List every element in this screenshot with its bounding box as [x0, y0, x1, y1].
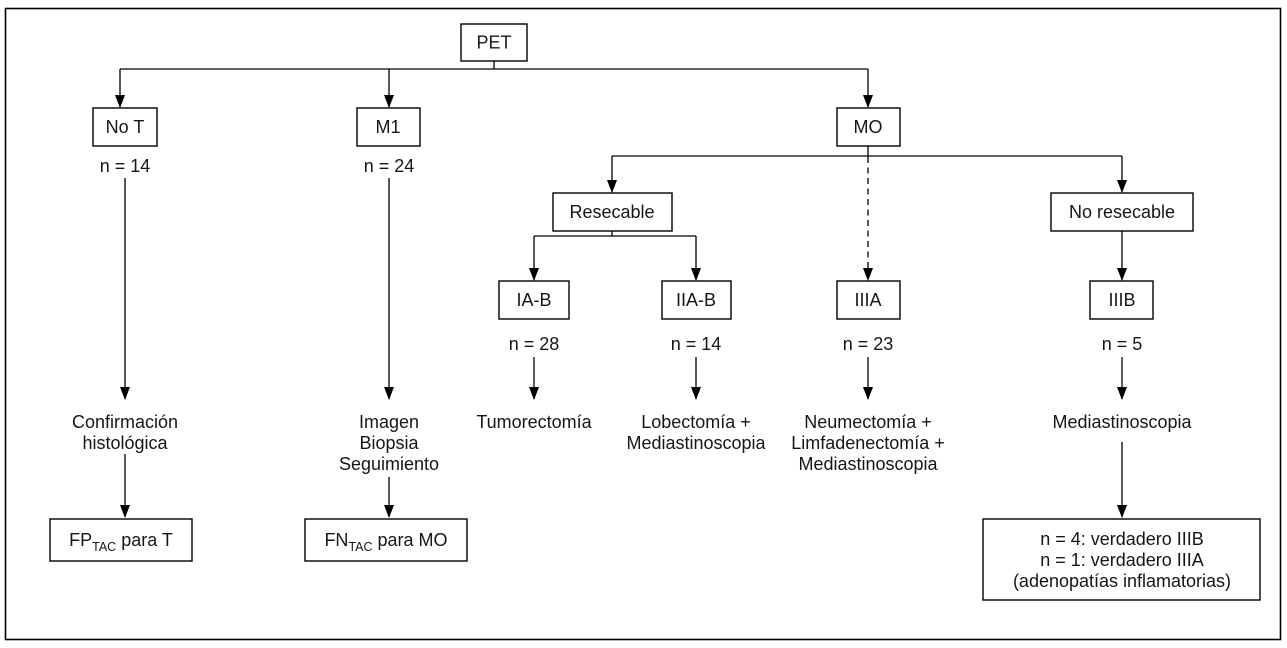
node-iiib-label: IIIB	[1108, 290, 1135, 310]
node-no-t	[92, 107, 158, 147]
node-iiia	[836, 280, 901, 320]
fp-base: FP	[69, 530, 92, 550]
fp-suffix: para T	[121, 530, 173, 550]
node-ia-b-label: IA-B	[516, 290, 551, 310]
node-resecable	[552, 192, 673, 232]
iiib-result-line2: n = 1: verdadero IIIA	[1040, 550, 1204, 570]
diagram-border	[4, 7, 1282, 641]
fn-base: FN	[324, 530, 348, 550]
node-mo-label: MO	[854, 117, 883, 137]
iiib-result-line3: (adenopatías inflamatorias)	[1013, 571, 1231, 591]
node-no-t-label: No T	[106, 117, 145, 137]
count-iia-b: n = 14	[671, 334, 722, 354]
node-ia-b	[498, 280, 570, 320]
fp-tac-text: FPTAC para T	[69, 530, 173, 554]
node-m1	[356, 107, 421, 147]
node-iiib	[1089, 280, 1154, 320]
count-no-t: n = 14	[100, 156, 151, 176]
label-neumectomia-line1: Neumectomía +	[804, 412, 932, 432]
node-no-resecable-label: No resecable	[1069, 202, 1175, 222]
node-pet	[460, 23, 528, 62]
label-m1-followup-line3: Seguimiento	[339, 454, 439, 474]
count-m1: n = 24	[364, 156, 415, 176]
fn-subscript: TAC	[348, 540, 372, 554]
label-confirmacion-line1: Confirmación	[72, 412, 178, 432]
label-lobectomia-line1: Lobectomía +	[641, 412, 751, 432]
fn-tac-text: FNTAC para MO	[324, 530, 447, 554]
node-resecable-label: Resecable	[569, 202, 654, 222]
label-m1-followup-line2: Biopsia	[359, 433, 419, 453]
iiib-result-line1: n = 4: verdadero IIIB	[1040, 529, 1204, 549]
fn-suffix: para MO	[378, 530, 448, 550]
count-iiib: n = 5	[1102, 334, 1143, 354]
box-fn-tac	[304, 518, 468, 562]
node-m1-label: M1	[375, 117, 400, 137]
node-pet-label: PET	[476, 33, 511, 53]
label-confirmacion-line2: histológica	[82, 433, 168, 453]
box-iiib-result	[982, 518, 1261, 601]
label-mediastinoscopia: Mediastinoscopia	[1052, 412, 1192, 432]
node-iia-b	[661, 280, 732, 320]
label-neumectomia-line3: Mediastinoscopia	[798, 454, 938, 474]
label-neumectomia-line2: Limfadenectomía +	[791, 433, 945, 453]
node-iia-b-label: IIA-B	[676, 290, 716, 310]
label-m1-followup-line1: Imagen	[359, 412, 419, 432]
count-iiia: n = 23	[843, 334, 894, 354]
node-no-resecable	[1050, 192, 1194, 232]
box-fp-tac	[49, 518, 193, 562]
fp-subscript: TAC	[92, 540, 116, 554]
node-iiia-label: IIIA	[854, 290, 881, 310]
label-lobectomia-line2: Mediastinoscopia	[626, 433, 766, 453]
count-ia-b: n = 28	[509, 334, 560, 354]
node-mo	[836, 107, 901, 147]
label-tumorectomia: Tumorectomía	[476, 412, 592, 432]
